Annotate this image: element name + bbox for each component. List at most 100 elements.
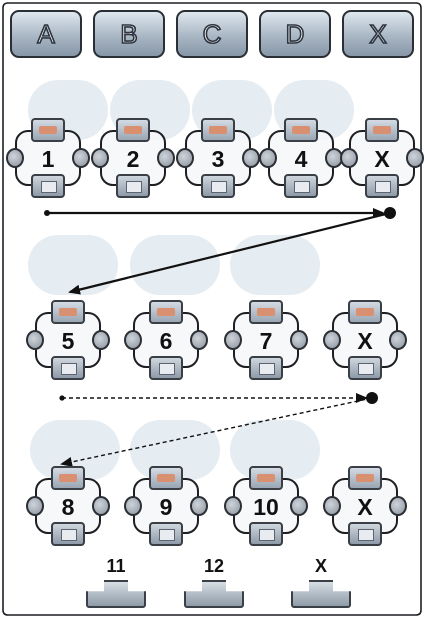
tile-1: 1 <box>2 118 94 198</box>
left-port <box>26 496 44 516</box>
tile-9: 9 <box>120 466 212 546</box>
left-port <box>323 496 341 516</box>
bottom-slot <box>31 174 65 198</box>
top-slot <box>51 466 85 490</box>
bottom-slot <box>348 356 382 380</box>
tile-x-row2: X <box>319 300 411 380</box>
left-port <box>224 330 242 350</box>
bottom-slot <box>149 522 183 546</box>
tile-x-row3: X <box>319 466 411 546</box>
top-slot <box>149 466 183 490</box>
left-port <box>124 330 142 350</box>
tile-number: 9 <box>159 494 173 520</box>
column-tab-a: A <box>10 10 82 58</box>
extra-piece-number: 11 <box>106 556 126 576</box>
tile-number: X <box>357 494 373 520</box>
bottom-slot <box>348 522 382 546</box>
right-port <box>389 496 407 516</box>
tile-x-row1: X <box>336 118 424 198</box>
bottom-slot <box>249 522 283 546</box>
left-port <box>259 148 277 168</box>
top-slot <box>348 466 382 490</box>
tile-number: 6 <box>159 328 173 354</box>
right-port <box>290 496 308 516</box>
tile-2: 2 <box>87 118 179 198</box>
flow-dot <box>59 395 65 401</box>
tile-number: 4 <box>294 146 308 172</box>
extra-piece-number: 12 <box>203 556 225 576</box>
right-port <box>290 330 308 350</box>
left-port <box>176 148 194 168</box>
right-port <box>190 330 208 350</box>
bottom-slot <box>365 174 399 198</box>
background-silhouette <box>230 235 320 295</box>
top-slot <box>116 118 150 142</box>
right-port <box>190 496 208 516</box>
column-tab-c: C <box>176 10 248 58</box>
column-tab-label: B <box>120 18 139 50</box>
flow-arrow-row2-to-row3 <box>59 392 378 467</box>
right-port <box>92 330 110 350</box>
top-slot <box>149 300 183 324</box>
tile-number: 5 <box>61 328 75 354</box>
left-port <box>224 496 242 516</box>
tile-number: 3 <box>211 146 225 172</box>
bottom-slot <box>116 174 150 198</box>
extra-piece-number: X <box>314 556 327 576</box>
flow-line <box>60 397 373 467</box>
top-slot <box>284 118 318 142</box>
tile-number: 7 <box>259 328 273 354</box>
top-slot <box>31 118 65 142</box>
left-port <box>26 330 44 350</box>
right-port <box>157 148 175 168</box>
left-port <box>340 148 358 168</box>
column-tab-label: A <box>37 18 56 50</box>
tile-number: X <box>357 328 373 354</box>
top-slot <box>365 118 399 142</box>
tile-10: 10 <box>220 466 312 546</box>
column-headers: A B C D X <box>10 10 416 60</box>
tile-number: X <box>374 146 390 172</box>
top-slot <box>249 300 283 324</box>
tile-number: 2 <box>126 146 140 172</box>
tile-3: 3 <box>172 118 264 198</box>
bottom-slot <box>249 356 283 380</box>
top-slot <box>348 300 382 324</box>
top-slot <box>51 300 85 324</box>
bottom-slot <box>51 522 85 546</box>
left-port <box>91 148 109 168</box>
right-port <box>72 148 90 168</box>
bottom-slot <box>51 356 85 380</box>
tile-number: 8 <box>61 494 75 520</box>
tile-7: 7 <box>220 300 312 380</box>
column-tab-label: X <box>369 18 388 50</box>
flow-dot <box>44 210 50 216</box>
tile-number: 1 <box>41 146 55 172</box>
tile-6: 6 <box>120 300 212 380</box>
right-port <box>92 496 110 516</box>
top-slot <box>249 466 283 490</box>
tile-5: 5 <box>22 300 114 380</box>
bottom-slot <box>201 174 235 198</box>
flow-line <box>68 211 391 295</box>
column-tab-label: D <box>285 18 305 50</box>
bottom-slot <box>284 174 318 198</box>
tile-number: 10 <box>253 494 279 520</box>
right-port <box>406 148 424 168</box>
extra-piece-shape <box>184 580 244 608</box>
left-port <box>124 496 142 516</box>
column-tab-label: C <box>202 18 222 50</box>
left-port <box>323 330 341 350</box>
left-port <box>6 148 24 168</box>
column-tab-d: D <box>259 10 331 58</box>
bottom-slot <box>149 356 183 380</box>
tile-4: 4 <box>255 118 347 198</box>
column-tab-x: X <box>342 10 414 58</box>
flow-arrow-row1-to-row2 <box>44 207 396 295</box>
tile-8: 8 <box>22 466 114 546</box>
right-port <box>389 330 407 350</box>
column-tab-b: B <box>93 10 165 58</box>
